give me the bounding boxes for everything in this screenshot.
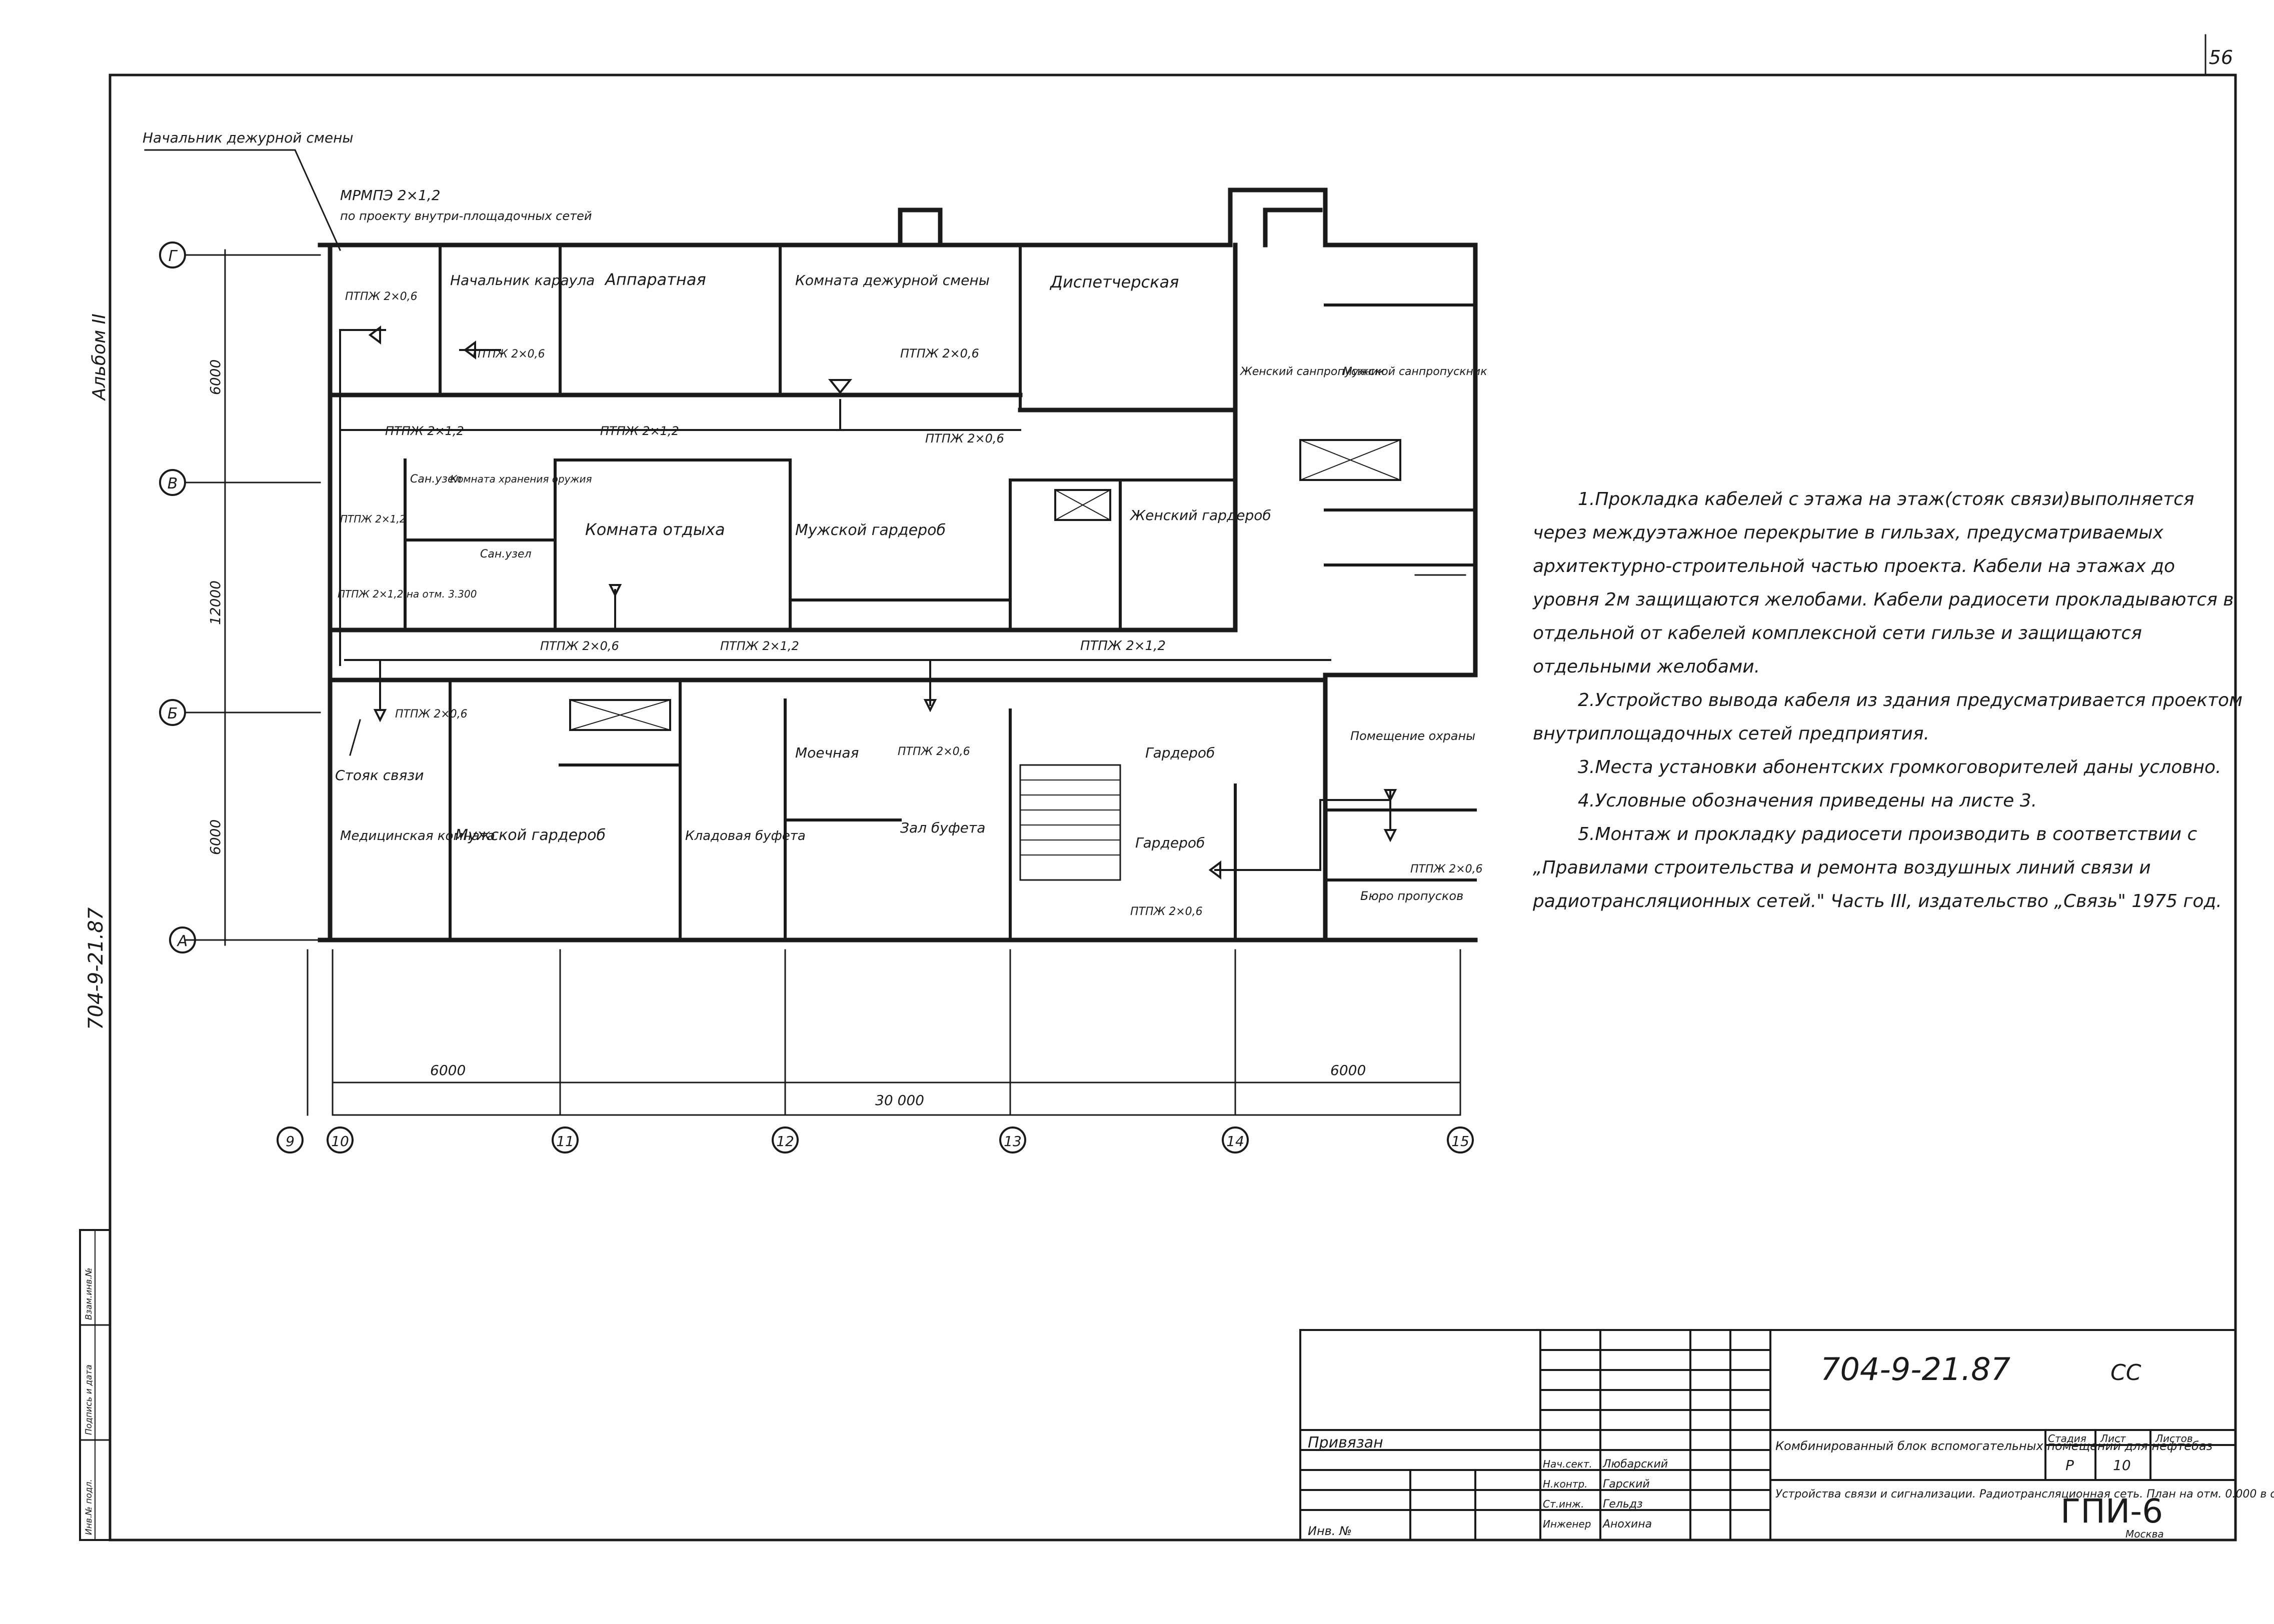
room-label: Мужской гардероб: [455, 826, 606, 844]
dimension-label: 12000: [207, 580, 224, 625]
tb-role: Ст.инж.: [1543, 1498, 1584, 1510]
tb-code: 704-9-21.87: [1820, 1351, 2010, 1388]
axis-label: 12: [776, 1133, 794, 1150]
room-label: Мужской гардероб: [795, 522, 946, 539]
room-label: Комната хранения оружия: [450, 473, 592, 485]
dimension-label: 6000: [430, 1062, 466, 1078]
room-label: Сан.узел: [410, 473, 462, 486]
room-label: Женский санпропускник: [1239, 366, 1385, 378]
tb-sheet-title-text: Устройства связи и сигнализации. Радиотр…: [1775, 1488, 2274, 1500]
cable-label: ПТПЖ 2×0,6: [473, 348, 545, 360]
note-item: 3.Места установки абонентских громкогово…: [1578, 757, 2221, 778]
tb-name: Гельдз: [1603, 1498, 1643, 1510]
cable-label: ПТПЖ 2×1,2: [1080, 638, 1166, 654]
tb-stage: Р: [2065, 1457, 2074, 1474]
title-block: [1299, 1329, 2236, 1541]
dimension-label: 6000: [207, 820, 224, 855]
cable-label: ПТПЖ 2×1,2: [720, 639, 799, 653]
dimension-label: 6000: [1330, 1062, 1366, 1078]
room-label: Комната дежурной смены: [795, 272, 990, 288]
cable-label: ПТПЖ 2×0,6: [900, 346, 979, 360]
tb-suffix: СС: [2110, 1360, 2141, 1386]
room-label: Моечная: [795, 744, 859, 761]
room-label: Помещение охраны: [1350, 729, 1475, 743]
side-stamp-sign: Подпись и дата: [84, 1364, 94, 1435]
label-shift-chief: Начальник дежурной смены: [143, 130, 353, 146]
tb-privyazan: Привязан: [1308, 1434, 1383, 1452]
floor-plan: [318, 188, 1478, 942]
note-item: 5.Монтаж и прокладку радиосети производи…: [1533, 824, 2222, 912]
cable-routes: [339, 329, 1391, 871]
axis-label: 13: [1004, 1133, 1022, 1150]
note-item: 4.Условные обозначения приведены на лист…: [1578, 790, 2037, 811]
axis-label: 15: [1451, 1133, 1469, 1150]
grid-axes: [184, 249, 1461, 1116]
dimension-label: 6000: [207, 360, 224, 395]
room-label: Начальник караула: [450, 272, 595, 288]
axis-label: Б: [168, 705, 178, 722]
general-notes: 1.Прокладка кабелей с этажа на этаж(стоя…: [1533, 482, 2243, 918]
tb-name: Любарский: [1602, 1458, 1668, 1470]
tb-org: ГПИ-6: [2060, 1492, 2163, 1530]
side-stamp-inv: Инв.№ подл.: [84, 1479, 94, 1535]
room-label: Комната отдыха: [585, 520, 725, 539]
room-label: Бюро пропусков: [1360, 889, 1463, 903]
tb-inv: Инв. №: [1308, 1524, 1352, 1538]
tb-sheets-label: Листов: [2155, 1432, 2193, 1444]
axis-label: 14: [1226, 1133, 1244, 1150]
cable-label: ПТПЖ 2×1,2: [340, 513, 406, 525]
tb-name: Анохина: [1602, 1518, 1652, 1530]
tb-stage-label: Стадия: [2048, 1432, 2086, 1444]
room-label: Сан.узел: [480, 548, 532, 560]
label-riser: Стояк связи: [335, 767, 424, 784]
room-label: Аппаратная: [604, 270, 706, 289]
room-label: Женский гардероб: [1129, 507, 1271, 524]
cable-label: ПТПЖ 2×0,6: [1410, 863, 1483, 876]
sheet-number: 56: [2209, 46, 2233, 68]
side-project-code: 704-9-21.87: [85, 907, 108, 1030]
tb-object-title-text: Комбинированный блок вспомогательных пом…: [1775, 1439, 2212, 1453]
room-label: Гардероб: [1145, 744, 1215, 761]
album-label: Альбом II: [89, 314, 110, 401]
cable-label: ПТПЖ 2×0,6: [395, 708, 468, 720]
label-elev-note: ПТПЖ 2×1,2 на отм. 3.300: [338, 588, 477, 600]
room-label: Зал буфета: [900, 820, 985, 836]
axis-label: В: [168, 475, 178, 492]
cable-label: ПТПЖ 2×0,6: [345, 290, 418, 303]
cable-label: ПТПЖ 2×0,6: [925, 432, 1004, 446]
tb-name: Гарский: [1603, 1478, 1650, 1490]
note-item: 2.Устройство вывода кабеля из здания пре…: [1533, 690, 2243, 744]
cable-label: ПТПЖ 2×0,6: [1130, 906, 1203, 918]
dimension-label: 30 000: [875, 1092, 924, 1108]
axis-label: 11: [556, 1133, 574, 1150]
label-per-project: по проекту внутри-площадочных сетей: [340, 209, 592, 223]
note-item: 1.Прокладка кабелей с этажа на этаж(стоя…: [1533, 489, 2234, 677]
axis-label: А: [177, 932, 188, 950]
room-label: Мужской санпропускник: [1343, 366, 1487, 378]
tb-role: Нач.сект.: [1543, 1458, 1592, 1470]
tb-sheet-label: Лист: [2100, 1432, 2126, 1444]
room-label: Медицинская комната: [340, 828, 495, 844]
tb-role: Н.контр.: [1543, 1478, 1588, 1490]
axis-label: 10: [331, 1133, 349, 1150]
tb-sheet-title: Устройства связи и сигнализации. Радиотр…: [1775, 1488, 2274, 1500]
axis-label: Г: [169, 248, 178, 265]
axis-label: 9: [286, 1133, 295, 1150]
room-label: Гардероб: [1135, 834, 1205, 851]
tb-city: Москва: [2125, 1528, 2164, 1540]
cable-label: ПТПЖ 2×0,6: [540, 639, 619, 653]
cable-label: ПТПЖ 2×1,2: [385, 424, 464, 438]
tb-role: Инженер: [1543, 1518, 1591, 1530]
room-label: Кладовая буфета: [685, 828, 806, 844]
room-label: Диспетчерская: [1049, 272, 1179, 292]
sheet-frame: [109, 74, 2237, 1542]
tb-object-title: Комбинированный блок вспомогательных пом…: [1775, 1439, 2212, 1453]
side-stamp-replace: Взам.инв.№: [84, 1268, 94, 1320]
cable-label: ПТПЖ 2×0,6: [898, 746, 970, 758]
label-mrmpe: МРМПЭ 2×1,2: [340, 187, 441, 204]
cable-label: ПТПЖ 2×1,2: [600, 424, 679, 438]
tb-sheet: 10: [2113, 1457, 2131, 1474]
